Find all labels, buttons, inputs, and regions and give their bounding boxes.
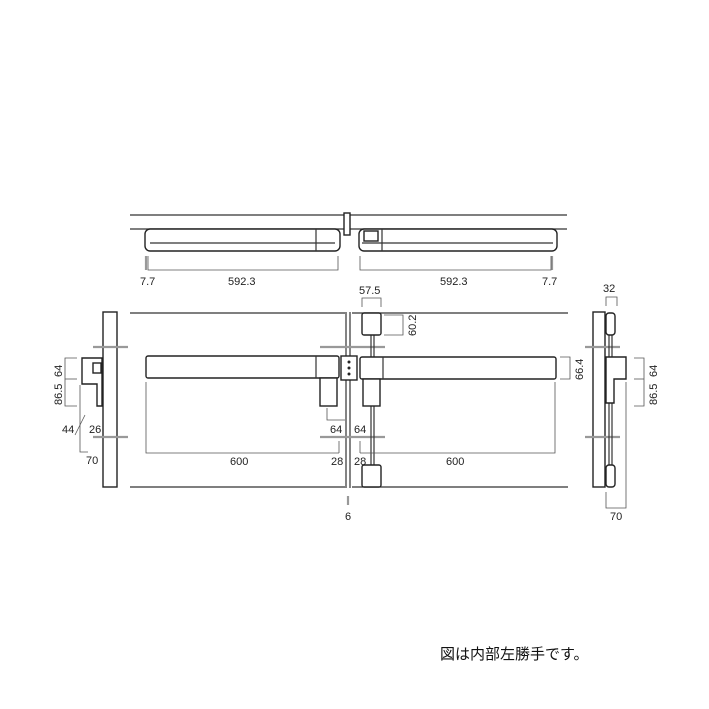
right-side-view: 32 64 86.5 70 [585, 283, 660, 523]
dim-right-64: 64 [648, 365, 660, 377]
right-bar-foot [362, 378, 381, 407]
dim-left-70: 70 [86, 455, 98, 467]
dim-left-86-5: 86.5 [53, 384, 65, 405]
dim-600-right: 600 [446, 456, 464, 468]
left-push-bar [145, 355, 340, 379]
dim-7-7-left: 7.7 [140, 276, 155, 288]
top-view: 7.7 592.3 592.3 7.7 [130, 212, 567, 288]
top-rod-latch [361, 312, 382, 336]
center-pin [343, 212, 351, 236]
dim-66-4: 66.4 [574, 359, 586, 380]
dim-7-7-right: 7.7 [542, 276, 557, 288]
dim-right-32: 32 [603, 283, 615, 295]
dim-28-right: 28 [354, 456, 366, 468]
dim-28-left: 28 [331, 456, 343, 468]
dim-60-2: 60.2 [407, 315, 419, 336]
right-bottom-latch [605, 464, 616, 488]
left-bar-top [144, 228, 341, 252]
dim-6: 6 [345, 511, 351, 523]
right-push-bar [359, 356, 557, 380]
dim-left-44: 44 [62, 424, 74, 436]
dim-600-left: 600 [230, 456, 248, 468]
dim-64-right: 64 [354, 424, 366, 436]
dim-right-70: 70 [610, 511, 622, 523]
right-bar-top [358, 228, 558, 252]
bottom-rod-latch [361, 464, 382, 488]
caption: 図は内部左勝手です。 [440, 645, 589, 663]
right-side-handle [605, 356, 627, 404]
dim-left-26: 26 [89, 424, 101, 436]
dim-592-3-left: 592.3 [228, 276, 256, 288]
left-side-view: 64 86.5 44 26 70 [53, 311, 128, 488]
left-bar-foot [319, 377, 338, 407]
dim-592-3-right: 592.3 [440, 276, 468, 288]
right-top-latch [605, 312, 616, 336]
dim-right-86-5: 86.5 [648, 384, 660, 405]
front-view: 57.5 60.2 66.4 64 64 600 600 28 28 6 [130, 285, 586, 523]
dim-left-64: 64 [53, 365, 65, 377]
left-door-edge [102, 311, 118, 488]
dim-64-left: 64 [330, 424, 342, 436]
dim-57-5: 57.5 [359, 285, 380, 297]
right-door-edge [592, 311, 606, 488]
latch-box-top [363, 230, 379, 242]
